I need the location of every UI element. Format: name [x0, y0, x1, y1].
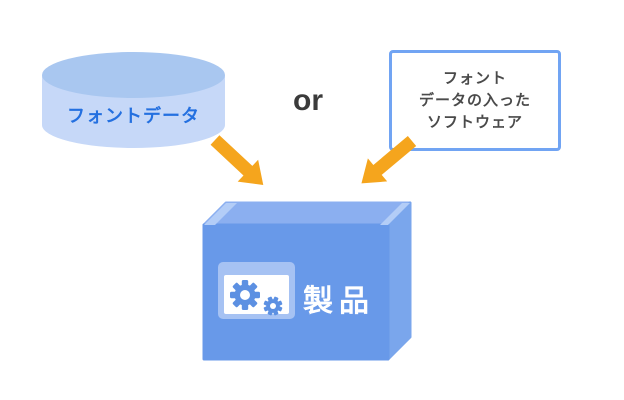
- product-box: [202, 201, 412, 361]
- font-data-label: フォントデータ: [67, 106, 200, 126]
- product-box-top-face: [202, 201, 412, 227]
- software-box: フォント データの入った ソフトウェア: [389, 50, 561, 151]
- gear-small-icon: [263, 296, 283, 316]
- software-box-line: ソフトウェア: [426, 113, 523, 131]
- product-box-right-face: [386, 201, 412, 361]
- software-box-line: フォント: [442, 69, 507, 87]
- database-cylinder-top-icon: [42, 52, 225, 98]
- software-window-gears-icon: [218, 262, 295, 319]
- product-label: 製品: [303, 285, 375, 318]
- arrow-down-right-icon: [210, 135, 264, 186]
- font-data-cylinder: フォントデータ: [42, 52, 225, 148]
- or-label: or: [293, 84, 323, 117]
- product-box-right-bevel: [380, 203, 410, 225]
- product-box-left-bevel: [204, 203, 237, 225]
- gear-large-icon: [230, 280, 260, 310]
- arrow-down-left-icon: [361, 136, 417, 184]
- software-box-line: データの入った: [418, 91, 531, 109]
